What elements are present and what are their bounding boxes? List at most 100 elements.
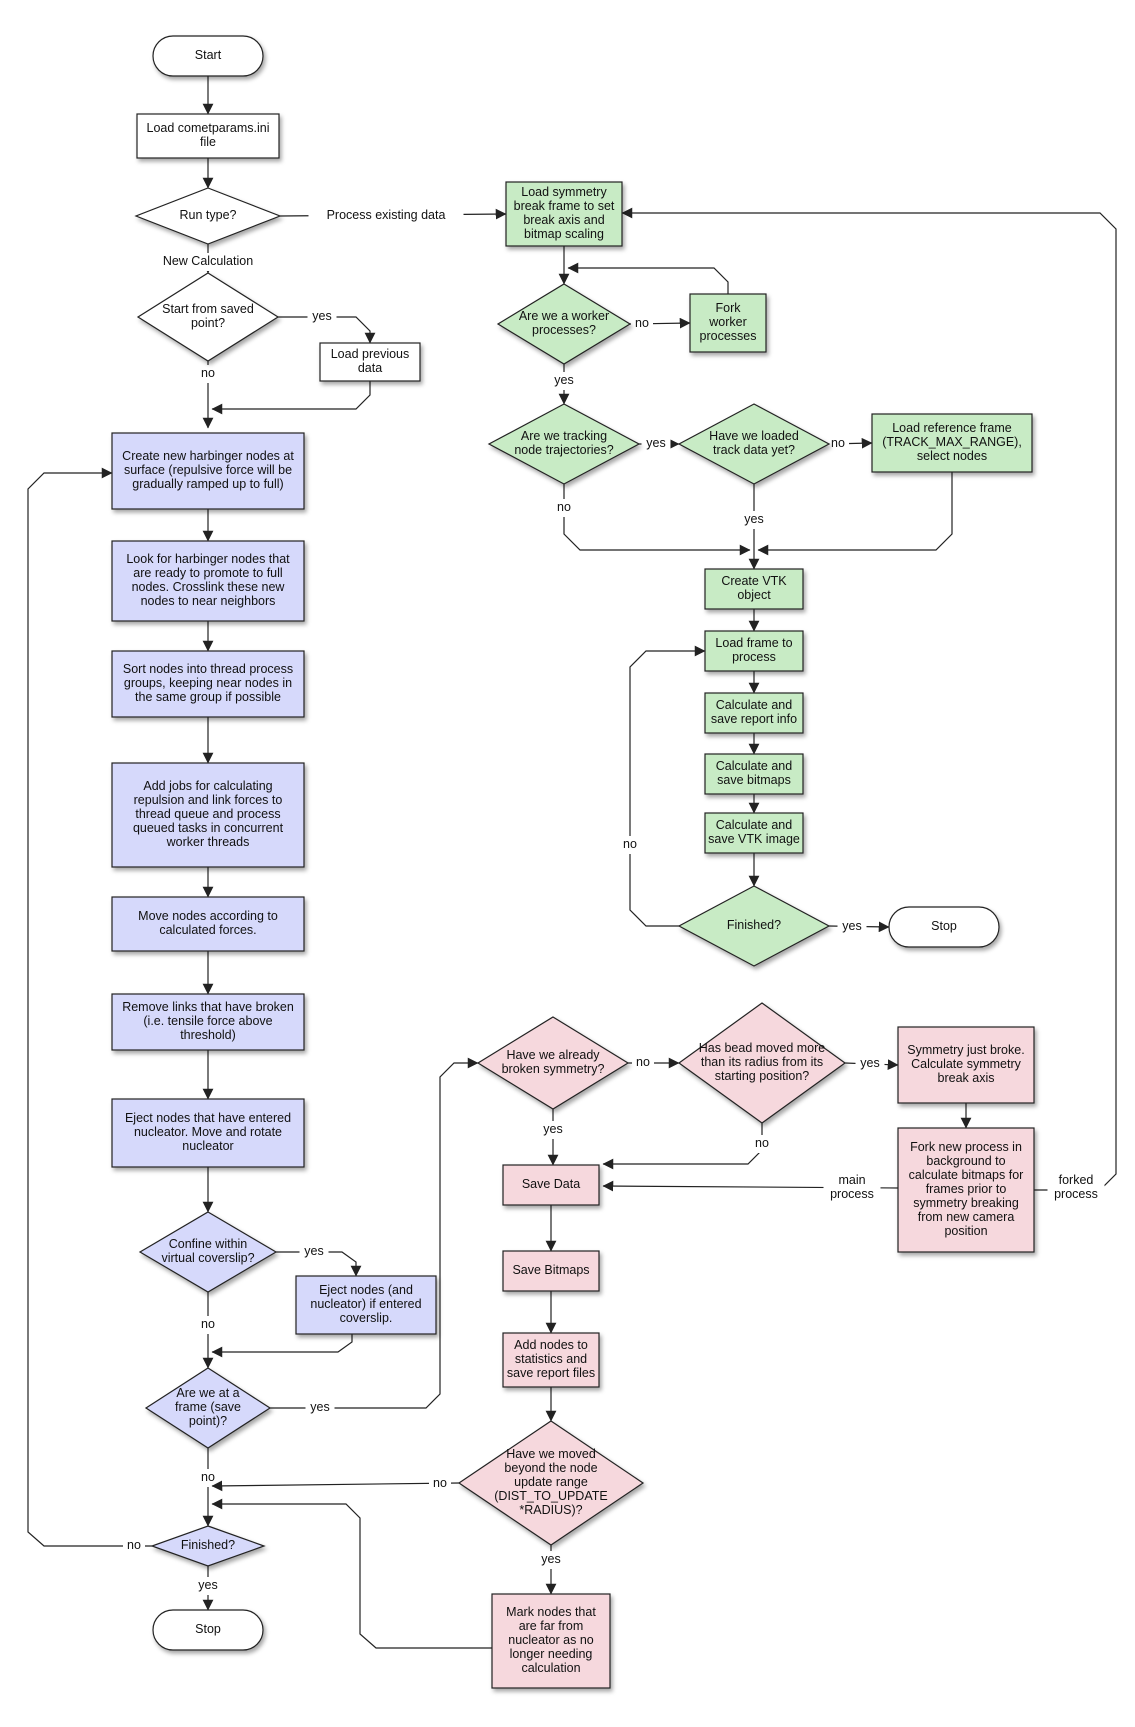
edge-48: yes	[536, 1545, 566, 1595]
calc-report-shape	[704, 692, 804, 734]
node-remove-links: Remove links that have broken(i.e. tensi…	[111, 993, 305, 1051]
edge-label-3: New Calculation	[163, 254, 253, 268]
node-load-ref: Load reference frame(TRACK_MAX_RANGE),se…	[871, 413, 1033, 473]
edge-label-17: no	[201, 1470, 215, 1484]
edge-arrow-20	[270, 1057, 479, 1409]
edge-label-bg	[619, 836, 641, 854]
edge-25: yes	[639, 435, 680, 453]
edge-26: no	[827, 435, 873, 453]
edge-label-bg	[193, 1577, 223, 1595]
load-sym-shape	[505, 181, 623, 247]
edge-label-bg	[151, 253, 265, 271]
start-shape	[152, 35, 264, 77]
edge-label-bg	[631, 315, 653, 333]
edge-arrow-27	[563, 484, 751, 556]
edge-arrow-23	[567, 262, 729, 294]
edge-arrow-49	[211, 1498, 492, 1649]
start-label: Start	[195, 48, 222, 62]
edge-label-bg	[553, 499, 575, 517]
edge-label-bg	[739, 511, 769, 529]
edge-22: no	[629, 315, 691, 333]
moved-beyond-shape	[457, 1420, 645, 1546]
finished-l-shape	[150, 1525, 266, 1567]
node-finished-l: Finished?	[150, 1525, 266, 1567]
fork-worker-shape	[689, 293, 767, 353]
edge-label-24: yes	[554, 373, 573, 387]
edge-label-15: no	[201, 1317, 215, 1331]
edge-arrow-16	[211, 1334, 353, 1358]
load-frame-shape	[704, 630, 804, 672]
loaded-track-shape	[677, 403, 831, 485]
load-ref-label: Load reference frame(TRACK_MAX_RANGE),se…	[882, 421, 1022, 463]
load-prev-shape	[319, 342, 421, 382]
edge-29	[757, 472, 953, 556]
eject-nuc-shape	[111, 1098, 305, 1168]
edge-label-bg	[538, 1121, 568, 1139]
save-data-shape	[502, 1164, 600, 1206]
edge-5: no	[197, 361, 219, 429]
calc-vtk-shape	[704, 812, 804, 854]
edge-label-bg	[308, 207, 464, 225]
edge-23	[567, 262, 729, 294]
edge-24: yes	[549, 364, 579, 405]
edge-label-bg	[299, 1243, 329, 1261]
edge-2: Process existing data	[279, 207, 507, 225]
edge-arrow-37	[621, 207, 1117, 1191]
run-type-label: Run type?	[180, 208, 237, 222]
edge-label-26: no	[831, 436, 845, 450]
edge-label-bg	[305, 1399, 335, 1417]
add-jobs-shape	[111, 762, 305, 868]
edge-label-20: yes	[310, 1400, 329, 1414]
edge-label-18: no	[127, 1538, 141, 1552]
edge-label-25: yes	[646, 436, 665, 450]
edge-label-bg	[632, 1054, 654, 1072]
at-frame-shape	[144, 1367, 272, 1449]
edge-3: New Calculation	[151, 244, 265, 274]
edge-label-bg	[641, 435, 671, 453]
tracking-q-shape	[487, 403, 641, 485]
edge-label-bg	[827, 435, 849, 453]
mark-far-shape	[491, 1593, 611, 1689]
edge-label-bg	[837, 918, 867, 936]
save-bitmaps-label: Save Bitmaps	[512, 1263, 589, 1277]
edge-label-2: Process existing data	[327, 208, 446, 222]
edge-label-27: no	[557, 500, 571, 514]
edge-label-22: no	[635, 316, 649, 330]
edge-16	[211, 1334, 353, 1358]
edge-49	[211, 1498, 492, 1649]
edge-36: yes	[828, 918, 890, 936]
edge-6	[211, 381, 371, 415]
remove-links-label: Remove links that have broken(i.e. tensi…	[122, 1000, 294, 1042]
start-saved-shape	[136, 272, 280, 362]
edge-35: no	[619, 645, 706, 927]
edge-arrow-41	[602, 1123, 763, 1170]
create-harb-shape	[111, 432, 305, 510]
edge-label-47: no	[433, 1476, 447, 1490]
